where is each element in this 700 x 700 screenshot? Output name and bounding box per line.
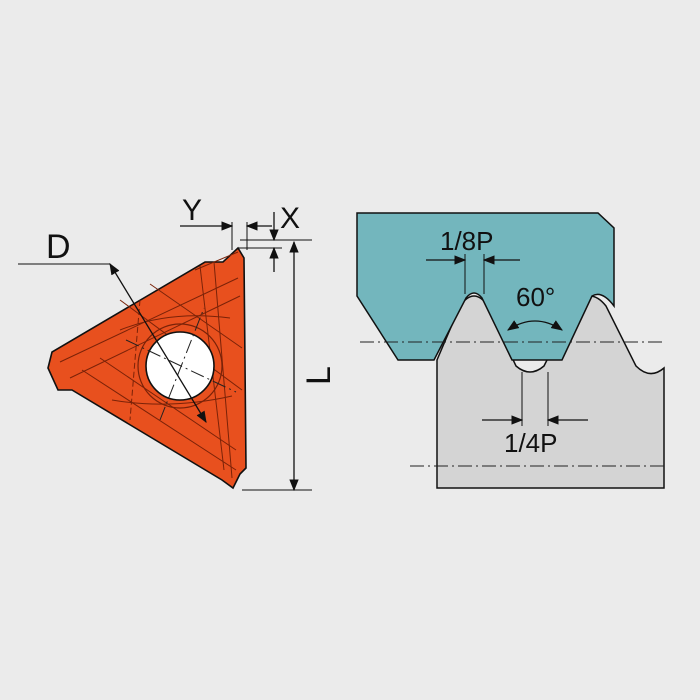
- angle-dimension: 60°: [507, 282, 563, 331]
- l-label: L: [300, 366, 338, 385]
- quarter-pitch-dimension: 1/4P: [482, 372, 588, 458]
- eighth-pitch-label: 1/8P: [440, 226, 494, 256]
- d-label: D: [46, 228, 71, 266]
- insert-group: [47, 246, 247, 490]
- x-label: X: [280, 202, 300, 235]
- angle-label: 60°: [516, 282, 555, 312]
- quarter-pitch-label: 1/4P: [504, 428, 558, 458]
- eighth-pitch-dimension: 1/8P: [426, 226, 520, 294]
- d-dimension: D: [18, 228, 207, 423]
- y-label: Y: [182, 194, 202, 227]
- l-dimension: L: [242, 240, 338, 492]
- x-dimension: X: [238, 202, 312, 272]
- y-dimension: Y: [180, 194, 272, 250]
